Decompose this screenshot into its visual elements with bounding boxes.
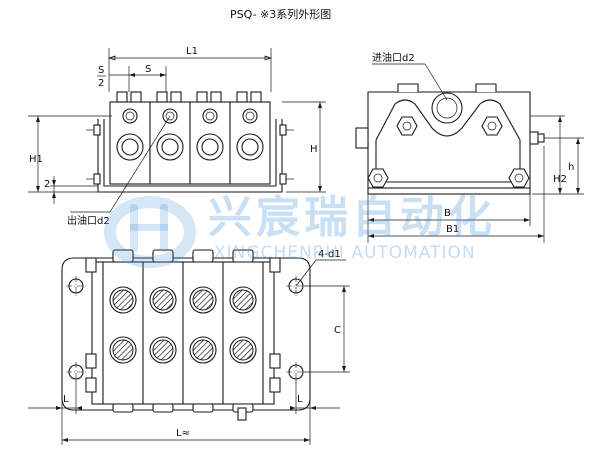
- dim-C: C: [334, 325, 341, 336]
- top-view: 4-d1 C L L L≈: [28, 249, 350, 445]
- dim-h: h: [568, 162, 574, 173]
- dim-L-approx: L≈: [176, 428, 190, 439]
- side-hex-bolts: [367, 116, 530, 188]
- dim-H2: H2: [553, 174, 567, 185]
- dim-L-left: L: [63, 394, 69, 405]
- dim-B: B: [444, 208, 451, 219]
- front-view: L1 S S 2: [28, 46, 326, 227]
- dim-H: H: [310, 144, 318, 155]
- watermark-company-en: XINGCHENRUI AUTOMATION: [214, 243, 476, 263]
- dim-2: 2: [44, 179, 50, 190]
- dim-L1: L1: [186, 46, 198, 57]
- watermark-logo: [104, 196, 197, 268]
- dim-S-half-num: S: [98, 65, 104, 76]
- holes-label: 4-d1: [318, 249, 341, 260]
- outlet-label: 出油口d2: [67, 214, 110, 227]
- front-caps: [116, 91, 262, 103]
- dim-L-right: L: [297, 394, 303, 405]
- inlet-label: 进油口d2: [372, 51, 415, 64]
- dim-S: S: [145, 64, 151, 75]
- watermark: 兴宸瑞自动化 XINGCHENRUI AUTOMATION: [104, 192, 496, 268]
- dim-S-half-den: 2: [98, 78, 104, 89]
- dim-B1: B1: [446, 224, 459, 235]
- side-view: 进油口d2 h H2 B B1: [355, 51, 584, 243]
- dim-H1: H1: [29, 154, 43, 165]
- drawing-title: PSQ- ※3系列外形图: [230, 7, 331, 21]
- watermark-company-cn: 兴宸瑞自动化: [208, 192, 496, 243]
